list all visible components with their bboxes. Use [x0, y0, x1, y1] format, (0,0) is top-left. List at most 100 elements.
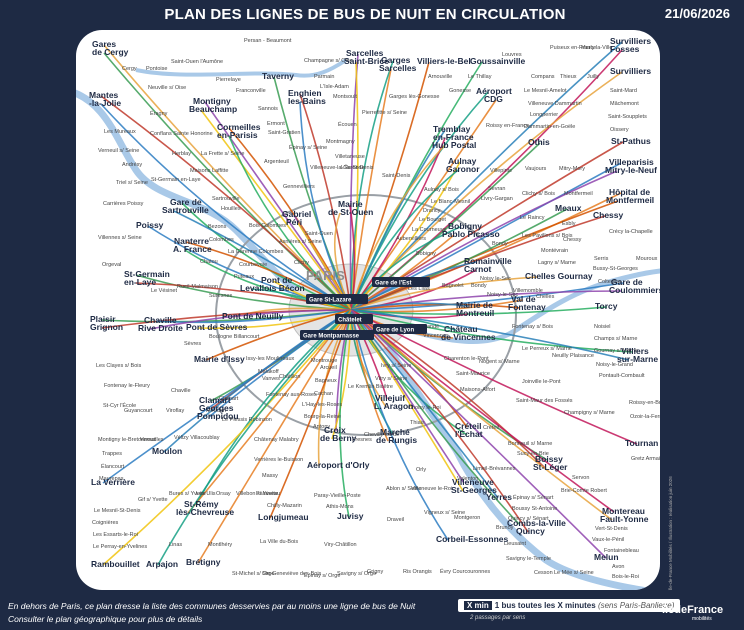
station-label[interactable]: Montlhéry: [208, 542, 232, 548]
station-label[interactable]: Ste-Geneviève des-Bois: [262, 571, 322, 577]
station-label[interactable]: Le Bourget: [419, 217, 446, 223]
station-label[interactable]: Bures s/ Yvette: [169, 491, 206, 497]
station-label[interactable]: Gournay s/ Marne: [594, 348, 638, 354]
station-label[interactable]: Bondy: [492, 241, 508, 247]
terminus-label[interactable]: Villeneuve: [452, 477, 494, 487]
station-label[interactable]: Linas: [169, 542, 182, 548]
station-label[interactable]: Le Perray-en-Yvelines: [93, 544, 147, 550]
terminus-label[interactable]: de Cergy: [92, 47, 129, 57]
station-label[interactable]: Asnières s/ Seine: [279, 239, 322, 245]
terminus-label[interactable]: l'Échat: [455, 429, 483, 439]
terminus-label[interactable]: Clamart: [199, 395, 231, 405]
station-label[interactable]: Orsay: [216, 491, 231, 497]
station-label[interactable]: Coltegien: [598, 279, 621, 285]
station-label[interactable]: Compans: [531, 74, 555, 80]
station-label[interactable]: Les Pavillons s/ Bois: [522, 233, 573, 239]
station-label[interactable]: Saint-Gratien: [268, 130, 300, 136]
station-label[interactable]: Joinville le-Pont: [522, 379, 561, 385]
station-label[interactable]: Le Vésinet: [151, 288, 177, 294]
terminus-label[interactable]: Chelles Gournay: [525, 271, 593, 281]
station-label[interactable]: Franconville: [236, 88, 266, 94]
station-label[interactable]: Villebon s/ Yvette: [236, 491, 278, 497]
station-label[interactable]: Maisons-Alfort: [460, 387, 496, 393]
station-label[interactable]: Montsoult: [333, 94, 357, 100]
station-label[interactable]: Colombes: [209, 237, 234, 243]
terminus-label[interactable]: Corbeil-Essonnes: [436, 534, 509, 544]
station-label[interactable]: Créteil: [483, 425, 499, 431]
station-label[interactable]: Herblay: [172, 151, 191, 157]
station-label[interactable]: Châtillon: [279, 374, 300, 380]
terminus-label[interactable]: Poissy: [136, 220, 164, 230]
station-label[interactable]: St-Michel s/ Orge: [232, 571, 274, 577]
station-label[interactable]: Saint-Denis: [382, 173, 411, 179]
terminus-label[interactable]: Aéroport: [476, 86, 512, 96]
station-label[interactable]: Viroflay: [166, 408, 184, 414]
station-label[interactable]: Avon: [612, 564, 624, 570]
station-label[interactable]: Écouen: [338, 121, 357, 128]
station-label[interactable]: Chaville: [171, 388, 191, 394]
station-label[interactable]: Saint-Ouen l'Aumône: [171, 59, 223, 65]
station-label[interactable]: Le Mesnil-Amelot: [524, 88, 567, 94]
station-label[interactable]: Palaiseau: [256, 491, 280, 497]
station-label[interactable]: Épinay s/ Orge: [304, 572, 340, 579]
station-label[interactable]: Pontoise: [146, 66, 167, 72]
station-label[interactable]: Saint-Mard: [610, 88, 637, 94]
station-label[interactable]: Noisiel: [594, 324, 611, 330]
station-label[interactable]: Puteaux: [234, 274, 254, 280]
station-label[interactable]: L'Isle-Adam: [320, 84, 349, 90]
station-label[interactable]: Ozoir-la-Ferrière: [630, 414, 660, 420]
station-label[interactable]: St-Cyr l'École: [103, 402, 136, 409]
station-label[interactable]: Pontault-Combault: [599, 373, 645, 379]
station-label[interactable]: Arnouville: [428, 74, 452, 80]
station-label[interactable]: Lagny s/ Marne: [538, 260, 576, 266]
terminus-label[interactable]: Torcy: [595, 301, 618, 311]
terminus-label[interactable]: St-Rémy: [184, 499, 219, 509]
terminus-label[interactable]: Combs-la-Ville: [507, 518, 566, 528]
station-label[interactable]: Juilly: [587, 74, 599, 80]
terminus-label[interactable]: Georges: [199, 403, 234, 413]
station-label[interactable]: Quincy s/ Sénart: [508, 516, 549, 522]
station-label[interactable]: Villeneuve Dammartin: [528, 101, 582, 107]
station-label[interactable]: Le Mée s/ Seine: [554, 570, 594, 576]
terminus-label[interactable]: Grignon: [90, 322, 123, 332]
station-label[interactable]: Longperrier: [530, 112, 558, 118]
terminus-label[interactable]: Fosses: [610, 44, 640, 54]
terminus-label[interactable]: sur-Marne: [617, 354, 658, 364]
station-label[interactable]: Guyancourt: [124, 408, 153, 414]
terminus-label[interactable]: Plaisir: [90, 314, 116, 324]
station-label[interactable]: Boulogne Billancourt: [209, 334, 260, 340]
station-label[interactable]: Montigny le-Bretonneux: [98, 437, 156, 443]
station-label[interactable]: Villemomble: [513, 288, 543, 294]
station-label[interactable]: Vigneux s/ Seine: [424, 510, 465, 516]
terminus-label[interactable]: Montereau: [602, 506, 645, 516]
station-label[interactable]: Carrières Poissy: [103, 201, 144, 207]
terminus-label[interactable]: Garonor: [446, 164, 480, 174]
terminus-label[interactable]: St-Léger: [533, 462, 568, 472]
station-label[interactable]: Savigny s/ Orge: [337, 571, 376, 577]
station-label[interactable]: Roissy-en-Brie: [629, 400, 660, 406]
station-label[interactable]: Lieusaint: [504, 541, 526, 547]
terminus-label[interactable]: Romainville: [464, 256, 512, 266]
station-label[interactable]: Chevilly-Larue: [364, 432, 399, 438]
terminus-label[interactable]: Château: [444, 324, 478, 334]
station-label[interactable]: Saint-Soupplets: [608, 114, 647, 120]
station-label[interactable]: Les Lilas: [408, 286, 430, 292]
station-label[interactable]: Le Raincy: [520, 215, 545, 221]
terminus-label[interactable]: Rambouillet: [91, 559, 140, 569]
station-label[interactable]: Clichy: [294, 260, 309, 266]
terminus-label[interactable]: A. France: [173, 244, 212, 254]
station-label[interactable]: Fresnes: [352, 437, 372, 443]
station-label[interactable]: Bobigny: [416, 251, 436, 257]
station-label[interactable]: Épinay s/ Seine: [289, 144, 327, 151]
terminus-label[interactable]: Tournan: [625, 438, 658, 448]
terminus-label[interactable]: Pont de Sèvres: [186, 322, 248, 332]
station-label[interactable]: Arcueil: [320, 365, 337, 371]
station-label[interactable]: Noisy-le-Grand: [596, 362, 633, 368]
station-label[interactable]: Limeil-Brévannes: [473, 466, 516, 472]
terminus-label[interactable]: Coulommiers: [609, 285, 660, 295]
station-label[interactable]: La Frette s/ Seine: [201, 151, 244, 157]
station-label[interactable]: Montmagny: [326, 139, 355, 145]
terminus-label[interactable]: Aéroport d'Orly: [307, 460, 370, 470]
station-label[interactable]: Saint-Ouen: [305, 231, 333, 237]
terminus-label[interactable]: Hôpital de: [609, 187, 650, 197]
